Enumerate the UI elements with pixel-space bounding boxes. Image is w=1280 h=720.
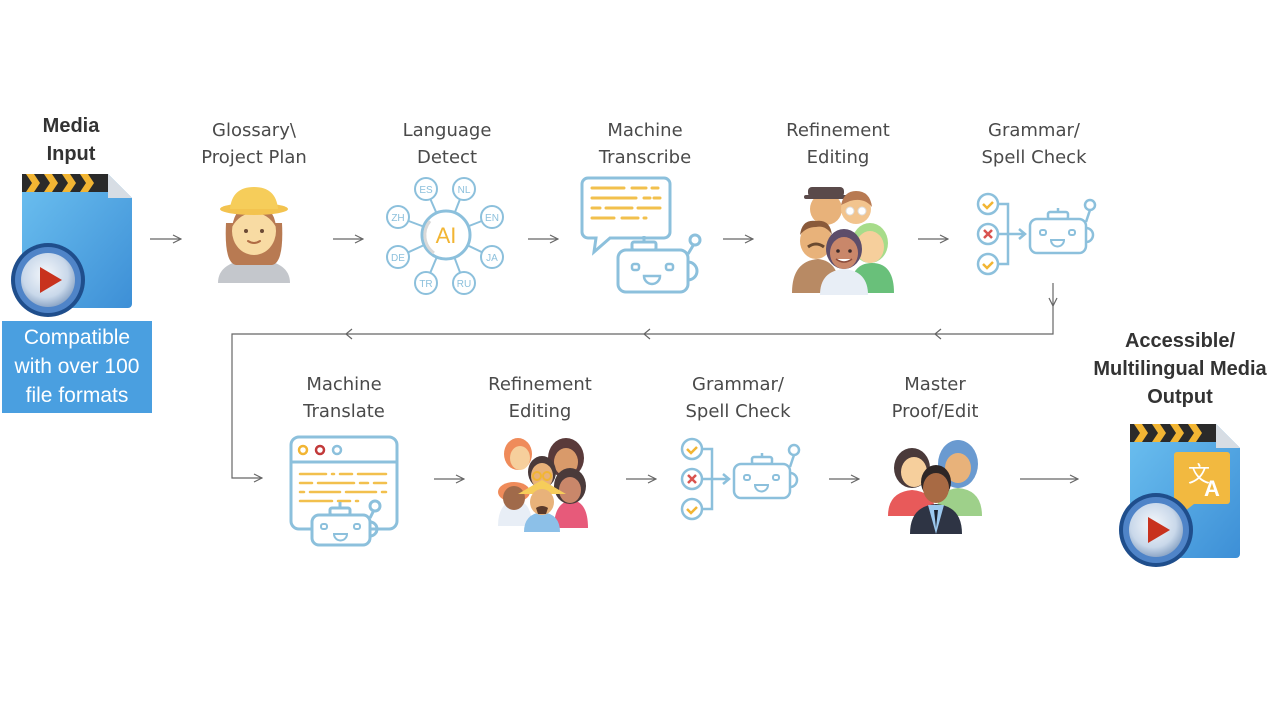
language-node-ja [480, 245, 504, 269]
compatibility-badge: Compatible with over 100 file formats [2, 321, 152, 413]
translate-glyph-left: 文 [1188, 463, 1210, 488]
language-node-tr [414, 271, 438, 295]
step-refinement-label: Refinement Editing [786, 120, 890, 168]
language-code-es: ES [419, 185, 433, 196]
language-code-zh: ZH [391, 213, 404, 224]
ai-language-detect-icon: AI ES NL ZH EN DE JA TR RU [386, 177, 504, 295]
spell-check-bot-icon [680, 437, 801, 521]
input-label: Media Input [42, 115, 100, 165]
master-editors-icon [888, 440, 982, 534]
language-code-ru: RU [457, 279, 471, 290]
step-master-label: Master Proof/Edit [891, 374, 979, 422]
language-code-nl: NL [458, 185, 471, 196]
step-grammar-label: Grammar/ Spell Check [981, 120, 1087, 168]
language-node-zh [386, 205, 410, 229]
video-file-icon [11, 174, 132, 317]
editors-group-icon [792, 187, 894, 295]
language-node-de [386, 245, 410, 269]
language-code-ja: JA [486, 253, 498, 264]
translate-glyph-right: A [1204, 476, 1220, 501]
output-label: Accessible/ Multilingual Media Output [1093, 330, 1267, 408]
language-node-nl [452, 177, 476, 201]
language-code-de: DE [391, 253, 405, 264]
compatibility-text: Compatible with over 100 file formats [14, 326, 140, 407]
return-connector [231, 306, 1054, 478]
step-translate-label: Machine Translate [303, 374, 385, 422]
translated-video-file-icon: 文 A [1119, 424, 1240, 567]
step-transcribe-label: Machine Transcribe [598, 120, 692, 168]
editors-group-icon [498, 438, 588, 532]
return-arrowhead-3 [345, 328, 353, 340]
step-glossary-label: Glossary\ Project Plan [201, 120, 307, 168]
language-node-en [480, 205, 504, 229]
spell-check-bot-icon [976, 192, 1097, 276]
step-refinement-2-label: Refinement Editing [488, 374, 592, 422]
language-node-ru [452, 271, 476, 295]
step-language-detect-label: Language Detect [402, 120, 492, 168]
step-grammar-2-label: Grammar/ Spell Check [685, 374, 791, 422]
transcribe-bot-icon [580, 176, 702, 294]
ai-center-text: AI [436, 223, 457, 248]
return-arrowhead-1 [934, 328, 942, 340]
translate-bot-icon [289, 435, 399, 547]
language-node-es [414, 177, 438, 201]
language-code-en: EN [485, 213, 499, 224]
project-planner-avatar-icon [218, 187, 290, 283]
return-arrowhead-2 [643, 328, 651, 340]
language-code-tr: TR [419, 279, 432, 290]
